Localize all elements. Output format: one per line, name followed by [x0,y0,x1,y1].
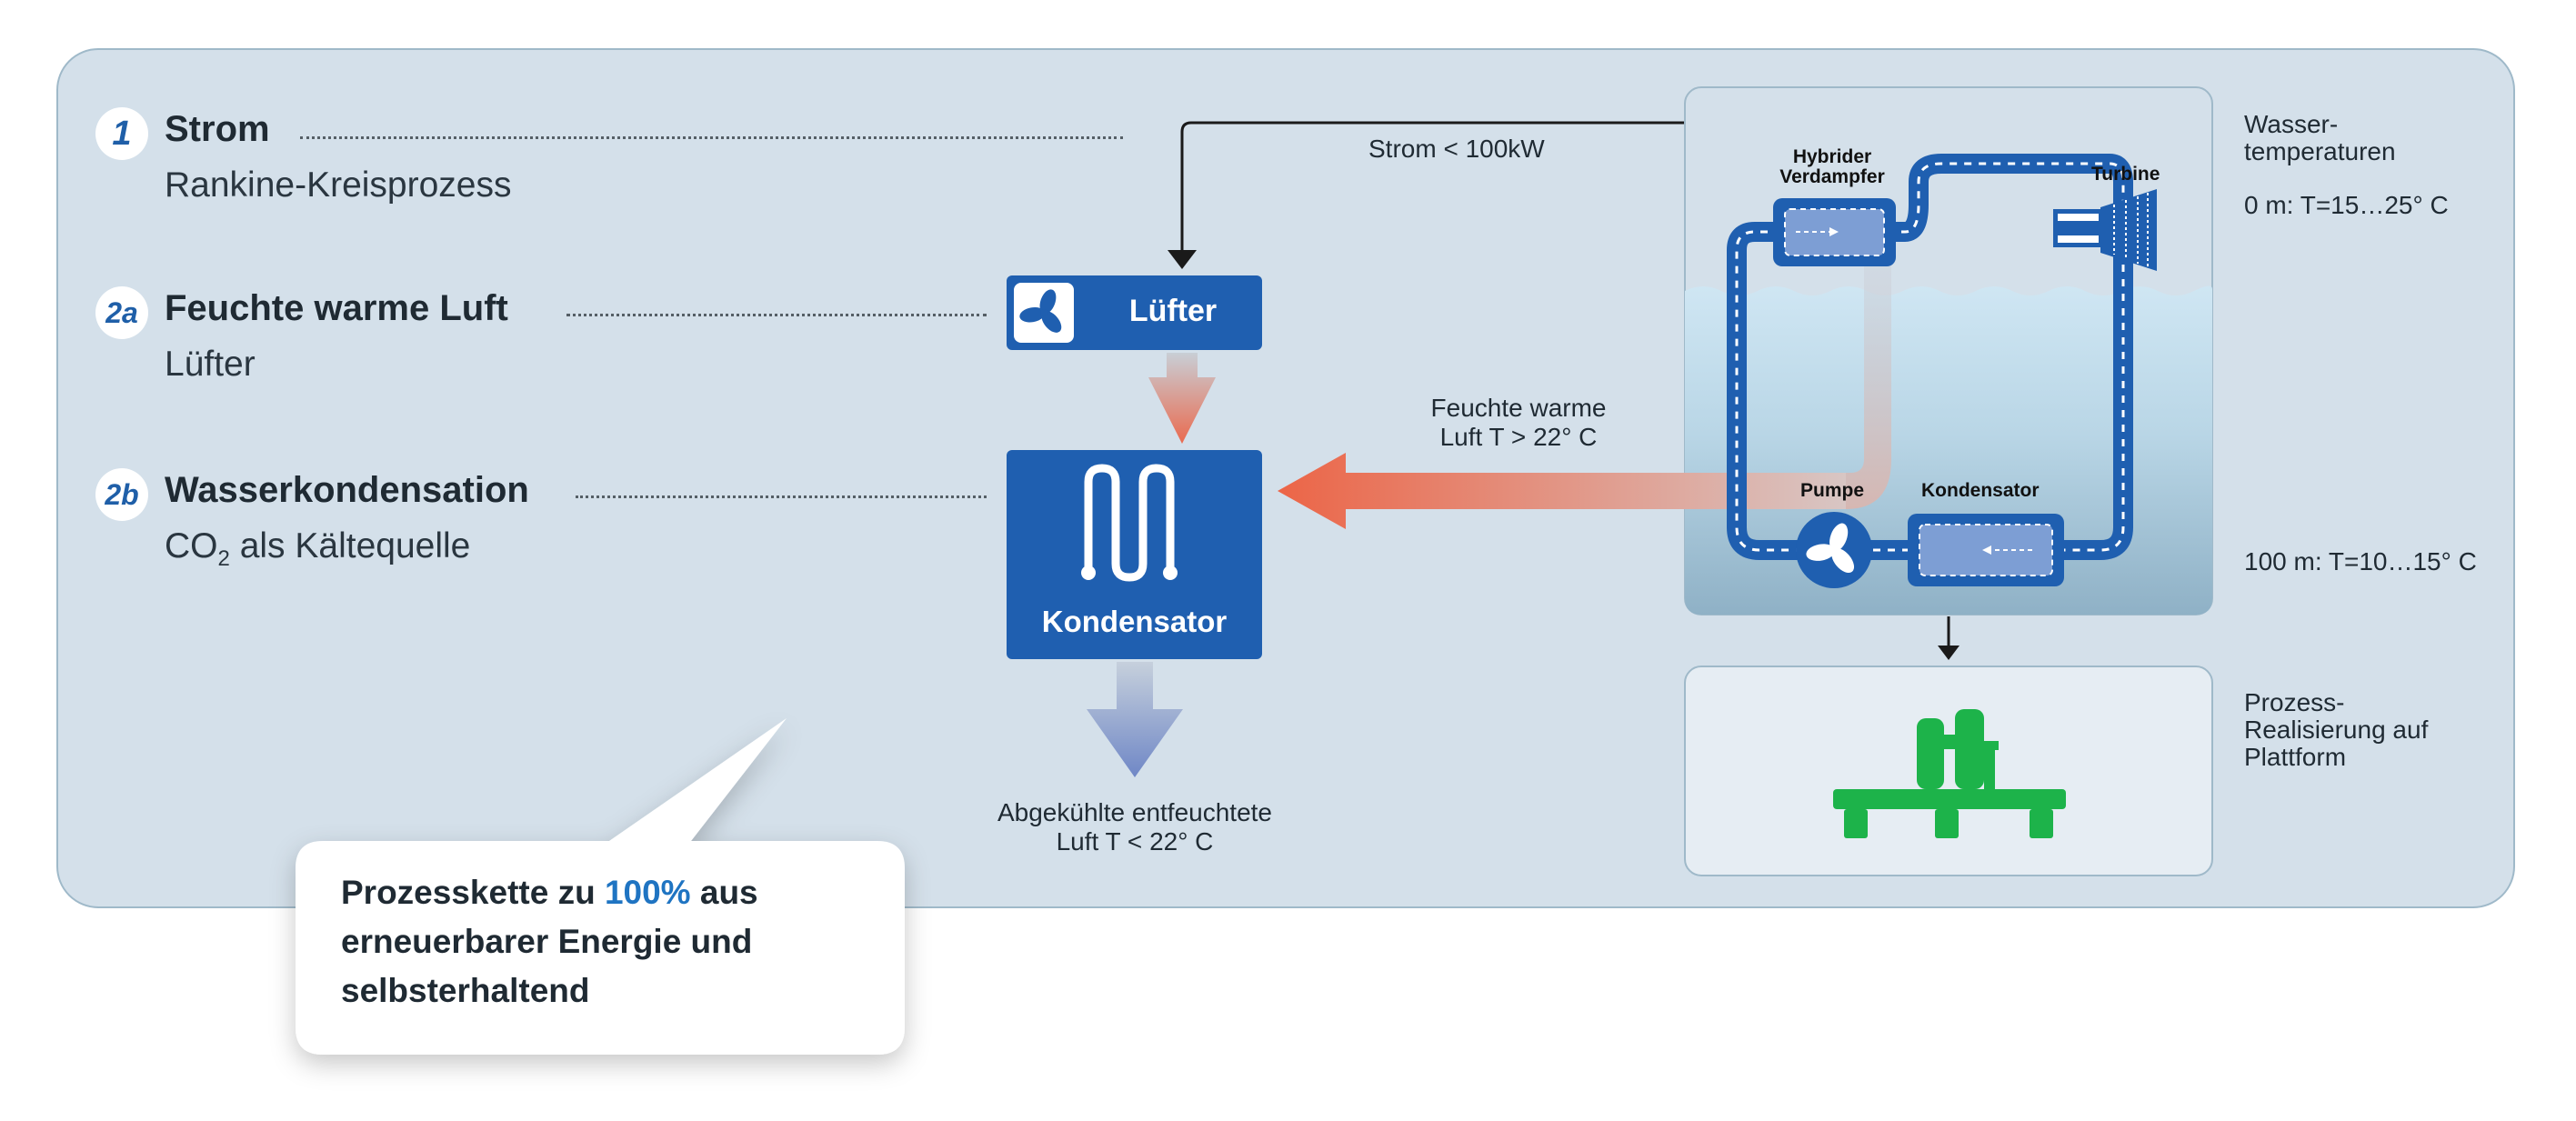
cooled-air-label: Abgekühlte entfeuchtete Luft T < 22° C [997,798,1272,856]
step-title: Wasserkondensation [165,470,529,510]
platform-panel [1684,666,2213,876]
leader-line-feuchte-luft [566,314,987,316]
rankine-loop [1727,154,2133,560]
condenser-box: Kondensator [1007,450,1262,659]
cool-air-down-arrow [1087,662,1183,777]
step-badge: 2b [95,468,148,521]
platform-icon [1833,709,2066,838]
pump-label: Pumpe [1800,480,1865,501]
evaporator-label: Hybrider Verdampfer [1779,146,1885,187]
fan-icon [1014,283,1074,343]
step-badge: 2a [95,286,148,339]
callout-bubble [296,718,905,1055]
step-subtitle: CO2 als Kältequelle [165,526,471,571]
step-subtitle: Rankine-Kreisprozess [165,165,512,205]
platform-arrowhead [1938,646,1960,660]
turbine [2053,189,2157,271]
process-realization-label: Prozess- Realisierung auf Plattform [2244,688,2429,771]
rising-air [1846,250,1891,509]
power-arrowhead [1168,250,1197,269]
condenser-coil-icon [1081,464,1178,582]
condenser-label: Kondensator [1041,605,1228,638]
turbine-label: Turbine [2091,164,2160,185]
warm-air-left-arrow [1278,453,1846,529]
callout-text: Prozesskette zu 100% aus erneuerbarer En… [341,874,758,1009]
step-title: Strom [165,109,270,149]
step-title: Feuchte warme Luft [165,288,508,328]
fan-box: Lüfter [1007,275,1262,350]
depth-temperature: 100 m: T=10…15° C [2244,547,2477,576]
power-label: Strom < 100kW [1368,135,1545,163]
pump [1796,512,1872,588]
leader-line-strom [300,136,1123,139]
warm-air-label: Feuchte warme Luft T > 22° C [1430,394,1607,451]
water-temperatures-label: Wasser- temperaturen [2244,110,2396,165]
warm-air-down-arrow [1148,353,1216,444]
callout-highlight: 100% [604,874,691,911]
cycle-condenser-label: Kondensator [1921,480,2040,501]
fan-label: Lüfter [1128,294,1218,328]
leader-line-wasserkondensation [576,495,987,498]
surface-temperature: 0 m: T=15…25° C [2244,191,2449,219]
step-badge: 1 [95,107,148,160]
step-subtitle: Lüfter [165,345,256,384]
